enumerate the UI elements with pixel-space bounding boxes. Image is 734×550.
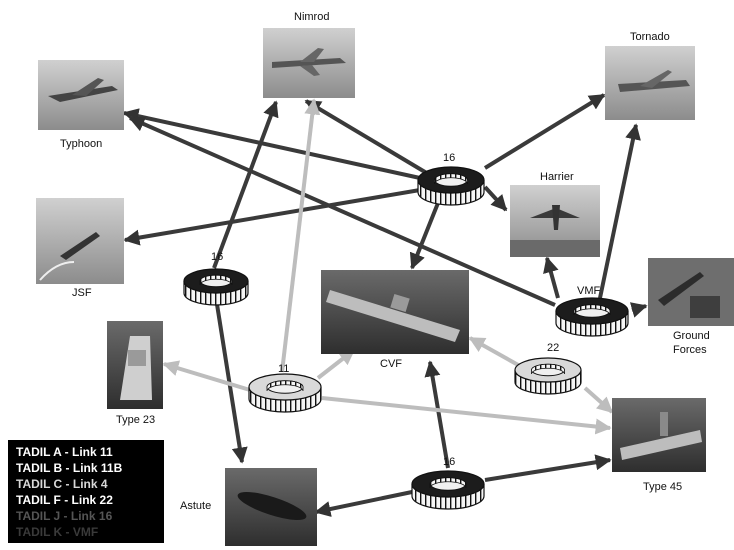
ground-forces-photo bbox=[648, 258, 734, 326]
legend-entry: TADIL K - VMF bbox=[16, 525, 99, 539]
tadil-legend: TADIL A - Link 11 TADIL B - Link 11B TADIL… bbox=[8, 440, 164, 543]
legend-entry: TADIL J - Link 16 bbox=[16, 509, 113, 523]
link-11-type23 bbox=[162, 360, 251, 392]
link-center-typhoon bbox=[122, 108, 421, 180]
legend-entry: TADIL B - Link 11B bbox=[16, 461, 123, 475]
link-center-cvf bbox=[409, 197, 442, 270]
label-cvf: CVF bbox=[380, 358, 402, 370]
type23-photo bbox=[107, 321, 163, 409]
link-vmf-harrier bbox=[543, 256, 560, 299]
link-vmf-ground bbox=[629, 302, 648, 318]
jsf-photo bbox=[36, 198, 124, 284]
link-22-cvf bbox=[468, 336, 521, 368]
link-11-cvf bbox=[316, 348, 356, 380]
link-left-nimrod bbox=[212, 100, 279, 269]
ring-vmf bbox=[555, 297, 629, 337]
astute-photo bbox=[225, 468, 317, 546]
ring-bottom bbox=[411, 470, 485, 510]
link-left-astute bbox=[214, 297, 248, 464]
label-harrier: Harrier bbox=[540, 171, 574, 183]
ring-center bbox=[417, 166, 485, 206]
ring-label-right: 22 bbox=[547, 342, 559, 354]
link-vmf-tornado bbox=[598, 123, 641, 299]
cvf-photo bbox=[321, 270, 469, 354]
label-type23: Type 23 bbox=[116, 414, 155, 426]
ring-label-center: 16 bbox=[443, 152, 455, 164]
link-bottom-astute bbox=[314, 490, 413, 517]
typhoon-photo bbox=[38, 60, 124, 130]
legend-entry: TADIL F - Link 22 bbox=[16, 493, 113, 507]
label-tornado: Tornado bbox=[630, 31, 670, 43]
link-lines bbox=[122, 93, 648, 517]
link-center-nimrod bbox=[304, 99, 432, 177]
legend-entry: TADIL A - Link 11 bbox=[16, 445, 113, 459]
label-typhoon: Typhoon bbox=[60, 138, 102, 150]
link-rings bbox=[183, 166, 629, 510]
label-type45: Type 45 bbox=[643, 481, 682, 493]
legend-entry: TADIL C - Link 4 bbox=[16, 477, 108, 491]
harrier-photo bbox=[510, 185, 600, 257]
link-bottom-cvf bbox=[424, 360, 450, 469]
nimrod-photo bbox=[263, 28, 355, 98]
ring-label-bottom: 16 bbox=[443, 456, 455, 468]
tornado-photo bbox=[605, 46, 695, 120]
link-22-type45 bbox=[583, 386, 614, 414]
label-jsf: JSF bbox=[72, 287, 92, 299]
link-center-jsf bbox=[123, 188, 421, 246]
ring-right bbox=[514, 357, 582, 395]
ring-left bbox=[183, 268, 249, 306]
link-11-type45 bbox=[321, 396, 612, 435]
ring-label-middle: 11 bbox=[278, 363, 289, 375]
label-astute: Astute bbox=[180, 500, 211, 512]
link-11-nimrod bbox=[280, 98, 321, 373]
type45-photo bbox=[612, 398, 706, 472]
link-center-tornado bbox=[483, 93, 606, 170]
link-vmf-typhoon bbox=[128, 116, 556, 307]
link-bottom-type45 bbox=[484, 454, 612, 482]
label-ground-forces-line1: Ground bbox=[673, 330, 710, 342]
label-vmf: VMF bbox=[577, 285, 601, 297]
label-nimrod: Nimrod bbox=[294, 11, 329, 23]
label-ground-forces-line2: Forces bbox=[673, 344, 707, 356]
ring-middle bbox=[248, 373, 322, 413]
link-center-harrier bbox=[483, 185, 508, 212]
ring-label-left: 16 bbox=[211, 251, 223, 263]
